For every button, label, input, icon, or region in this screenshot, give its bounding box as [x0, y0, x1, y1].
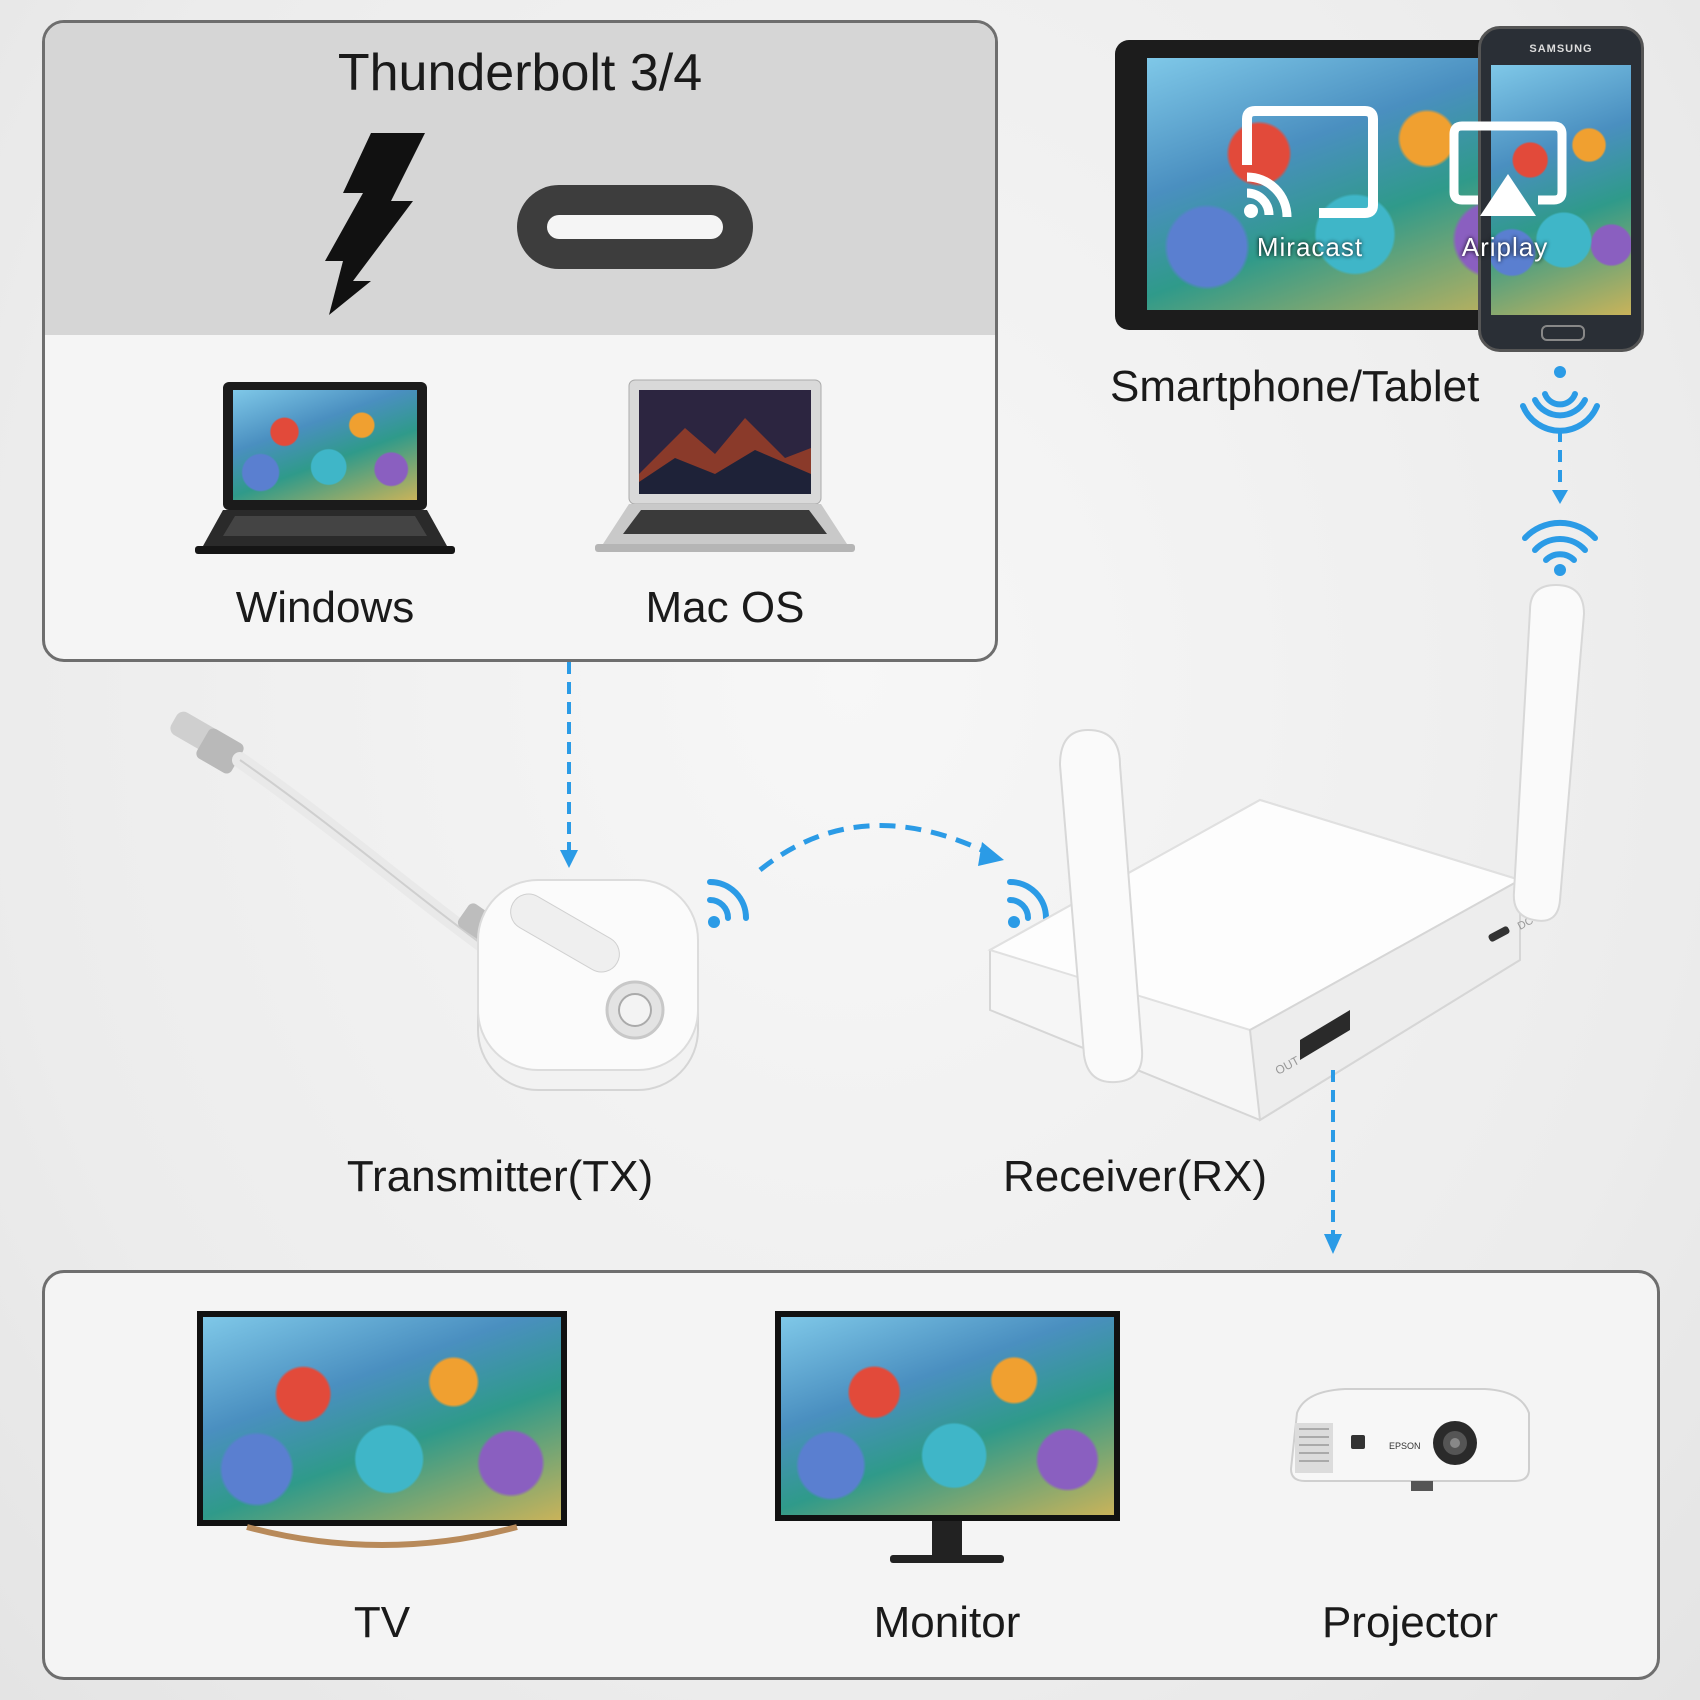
miracast-icon — [1242, 106, 1378, 218]
thunderbolt-header — [45, 23, 995, 335]
rx-to-display-arrow — [1324, 1070, 1342, 1254]
monitor-label: Monitor — [873, 1598, 1021, 1647]
mac-laptop — [595, 379, 855, 552]
thunderbolt-icon — [325, 133, 425, 315]
receiver-label: Receiver(RX) — [1002, 1152, 1268, 1201]
tx-to-rx-wireless-link — [707, 823, 1049, 928]
monitor — [775, 1311, 1120, 1521]
home-button — [1541, 325, 1585, 341]
airplay-label: Ariplay — [1461, 232, 1549, 262]
source-to-tx-arrow — [560, 662, 578, 868]
source-device-panel: Thunderbolt 3/4 Windows Mac OS — [42, 20, 998, 662]
transmitter-device — [170, 711, 699, 1091]
receiver-device: OUT DC 5V — [987, 583, 1586, 1122]
transmitter-label: Transmitter(TX) — [346, 1152, 654, 1201]
projector: EPSON — [1289, 1388, 1530, 1491]
tv-stand — [246, 1524, 518, 1548]
tv-label: TV — [353, 1598, 411, 1647]
tv — [197, 1311, 567, 1526]
airplay-icon — [1449, 121, 1567, 216]
miracast-label: Miracast — [1256, 232, 1364, 262]
mobile-wireless-link — [1520, 366, 1600, 576]
thunderbolt-title: Thunderbolt 3/4 — [337, 44, 703, 102]
projector-label: Projector — [1321, 1598, 1499, 1647]
display-output-panel: EPSON TV Monitor Projector — [42, 1270, 1660, 1680]
projector-brand: EPSON — [1389, 1441, 1421, 1451]
smartphone-tablet-label: Smartphone/Tablet — [1110, 362, 1480, 411]
windows-label: Windows — [235, 583, 415, 632]
windows-laptop — [195, 382, 455, 554]
phone-brand: SAMSUNG — [1529, 43, 1593, 55]
monitor-stand-neck — [932, 1521, 962, 1557]
tv-screen — [203, 1317, 561, 1520]
monitor-stand-base — [890, 1555, 1004, 1563]
monitor-screen — [781, 1317, 1114, 1515]
usb-c-port-icon — [517, 185, 753, 269]
macos-label: Mac OS — [645, 583, 805, 632]
